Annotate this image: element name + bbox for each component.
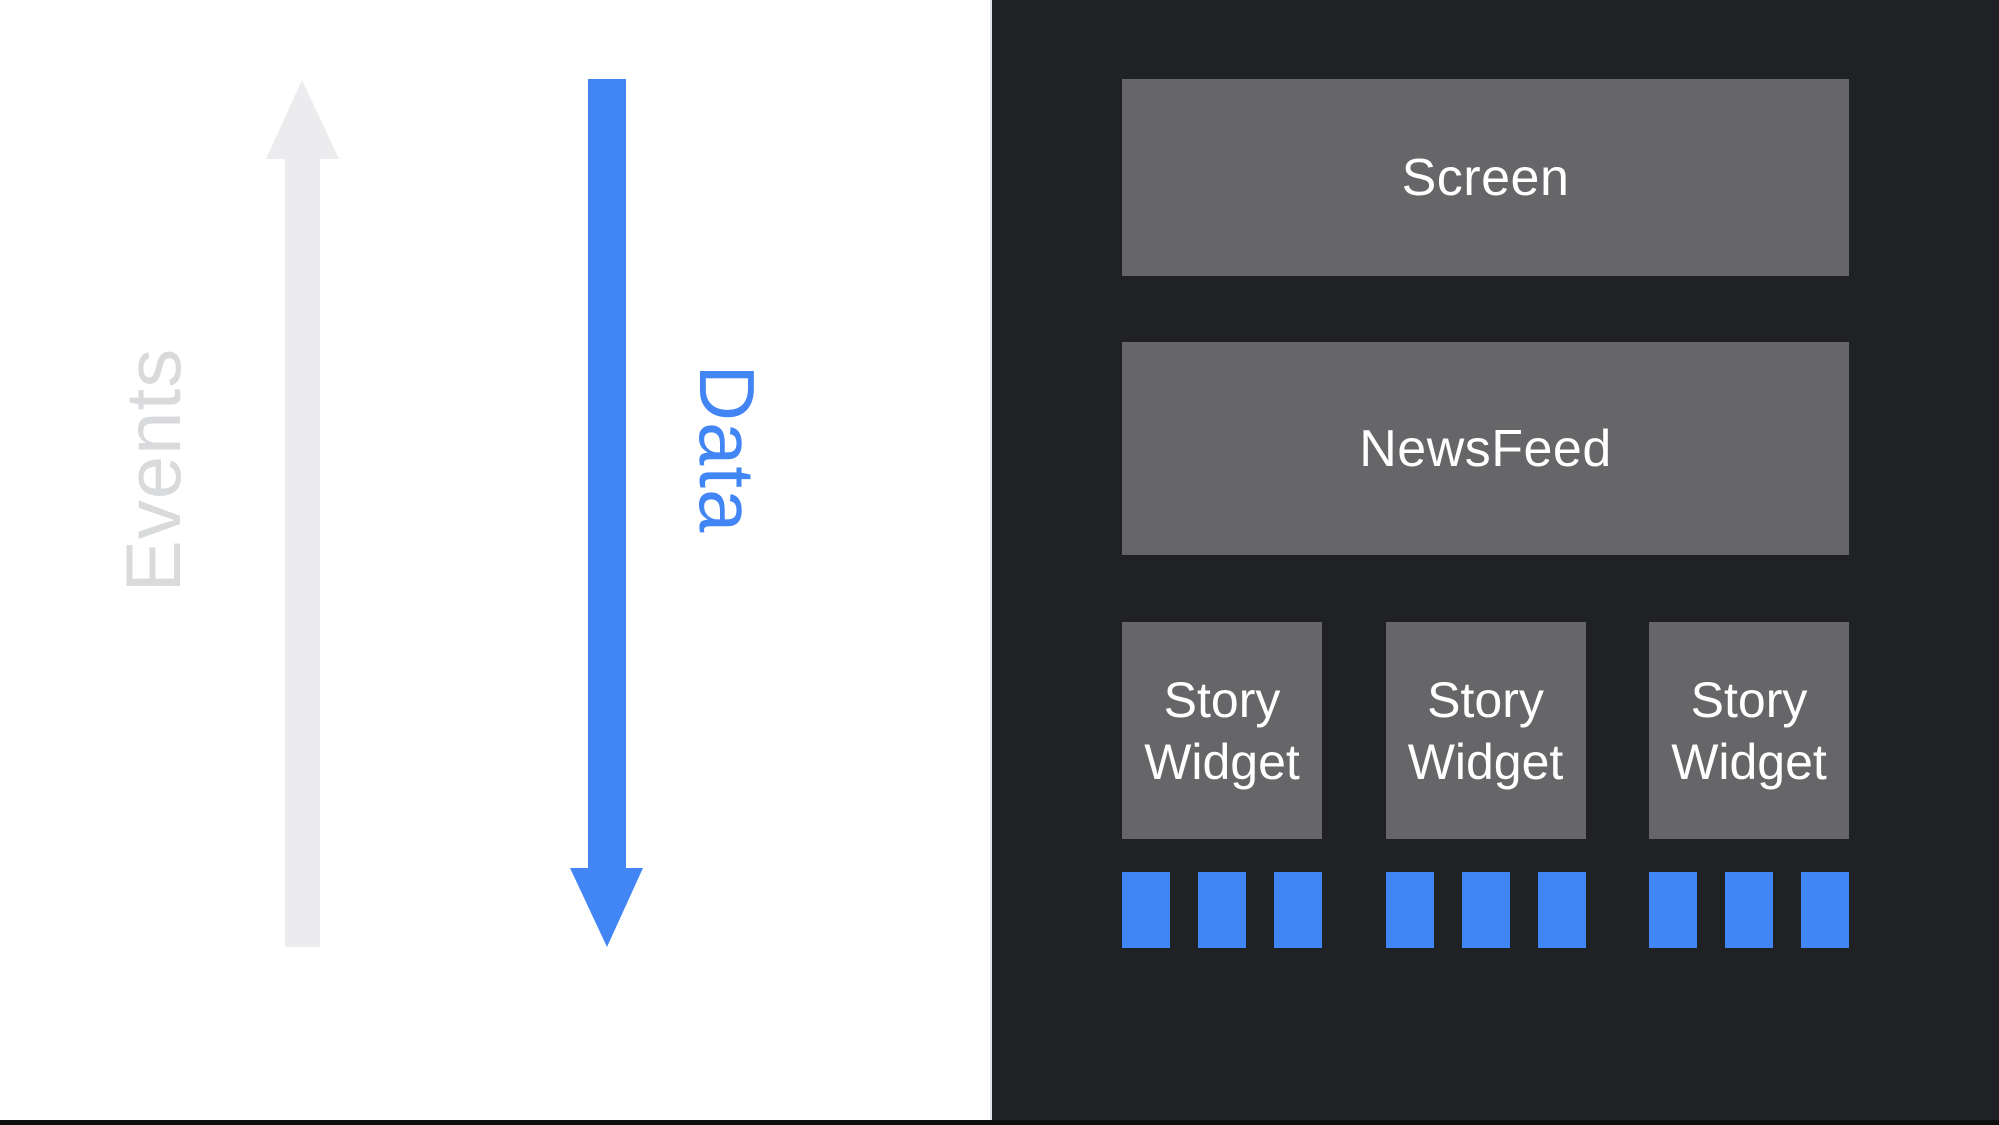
- story-widget-box: Story Widget: [1122, 622, 1322, 839]
- story-widget-label-line2: Widget: [1407, 733, 1564, 790]
- screen-widget-label: Screen: [1401, 148, 1570, 207]
- data-square-group: [1649, 872, 1849, 948]
- data-down-arrow-icon: [570, 79, 643, 947]
- events-label: Events: [109, 347, 197, 593]
- data-item-square: [1801, 872, 1849, 948]
- data-item-square: [1274, 872, 1322, 948]
- data-square-group: [1122, 872, 1322, 948]
- newsfeed-widget-label: NewsFeed: [1359, 419, 1612, 478]
- data-item-square: [1122, 872, 1170, 948]
- data-item-square: [1725, 872, 1773, 948]
- story-widget-row: Story Widget Story Widget Story Widget: [1122, 622, 1849, 839]
- newsfeed-widget-box: NewsFeed: [1122, 342, 1849, 555]
- data-item-square: [1385, 872, 1434, 948]
- widget-tree-panel: Screen NewsFeed Story Widget Story Widge…: [990, 0, 1999, 1120]
- data-item-square: [1649, 872, 1697, 948]
- story-widget-box: Story Widget: [1649, 622, 1849, 839]
- events-up-arrow-icon: [266, 80, 339, 947]
- story-widget-label-line1: Story: [1163, 671, 1281, 728]
- bottom-edge-line: [0, 1120, 1999, 1125]
- story-widget-label-line1: Story: [1427, 671, 1544, 728]
- data-label: Data: [683, 364, 771, 534]
- story-widget-label-line1: Story: [1690, 671, 1808, 728]
- screen-widget-box: Screen: [1122, 79, 1849, 276]
- story-widget-box: Story Widget: [1385, 622, 1586, 839]
- data-squares-row: [1122, 872, 1849, 948]
- data-square-group: [1385, 872, 1586, 948]
- data-flow-panel: Events Data: [0, 0, 990, 1120]
- data-item-square: [1198, 872, 1246, 948]
- story-widget-label-line2: Widget: [1671, 733, 1827, 790]
- data-item-square: [1461, 872, 1510, 948]
- data-item-square: [1537, 872, 1586, 948]
- story-widget-label-line2: Widget: [1144, 733, 1300, 790]
